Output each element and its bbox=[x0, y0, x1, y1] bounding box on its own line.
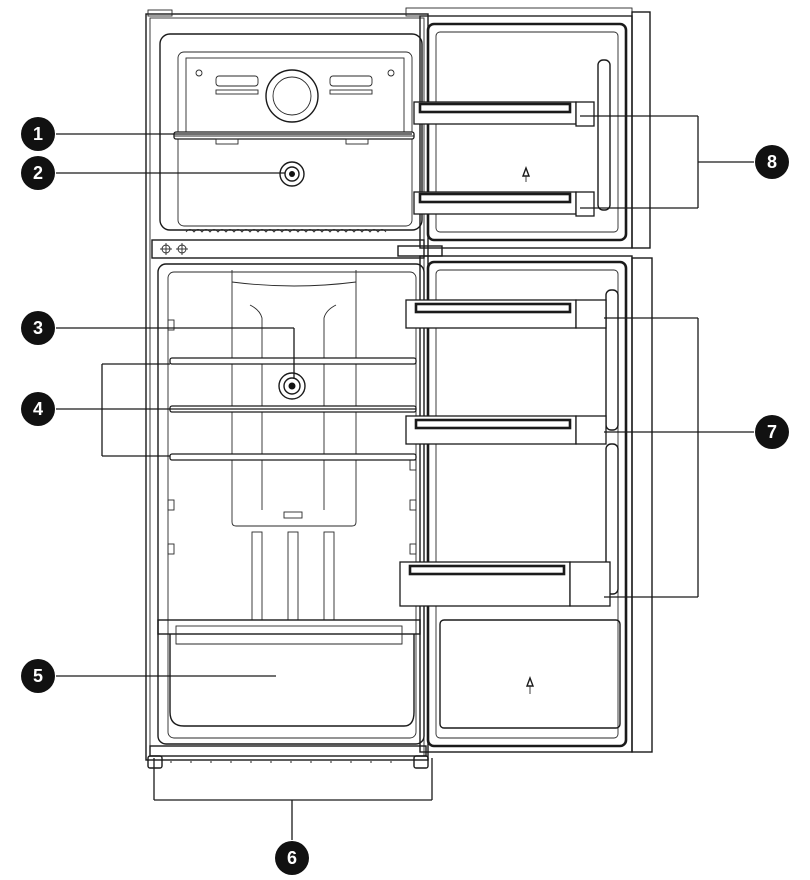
callout-marker-2: 2 bbox=[21, 156, 55, 190]
callout-marker-3: 3 bbox=[21, 311, 55, 345]
leveling-feet bbox=[147, 745, 429, 769]
callout-label-5: 5 bbox=[33, 666, 43, 686]
callout-marker-8: 8 bbox=[755, 145, 789, 179]
freezer-door-shelves bbox=[413, 101, 595, 217]
freezer-compartment bbox=[159, 33, 423, 233]
fridge-door-shelves bbox=[399, 299, 611, 607]
fridge-glass-shelves bbox=[169, 357, 417, 461]
callout-marker-1: 1 bbox=[21, 117, 55, 151]
compartment-divider bbox=[151, 239, 425, 259]
fridge-thermostat-knob bbox=[278, 372, 306, 400]
callout-label-6: 6 bbox=[287, 848, 297, 868]
callout-label-2: 2 bbox=[33, 163, 43, 183]
fridge-door bbox=[419, 255, 653, 753]
callout-marker-6: 6 bbox=[275, 841, 309, 875]
callout-label-1: 1 bbox=[33, 124, 43, 144]
callout-label-4: 4 bbox=[33, 399, 43, 419]
refrigerator-cabinet bbox=[145, 9, 429, 761]
fridge-compartment bbox=[157, 263, 425, 745]
callout-marker-7: 7 bbox=[755, 415, 789, 449]
callout-label-8: 8 bbox=[767, 152, 777, 172]
freezer-door bbox=[397, 7, 651, 257]
callout-label-3: 3 bbox=[33, 318, 43, 338]
callout-marker-4: 4 bbox=[21, 392, 55, 426]
callout-marker-5: 5 bbox=[21, 659, 55, 693]
callout-label-7: 7 bbox=[767, 422, 777, 442]
leader-lines bbox=[56, 115, 754, 840]
crisper-drawer bbox=[157, 619, 421, 727]
